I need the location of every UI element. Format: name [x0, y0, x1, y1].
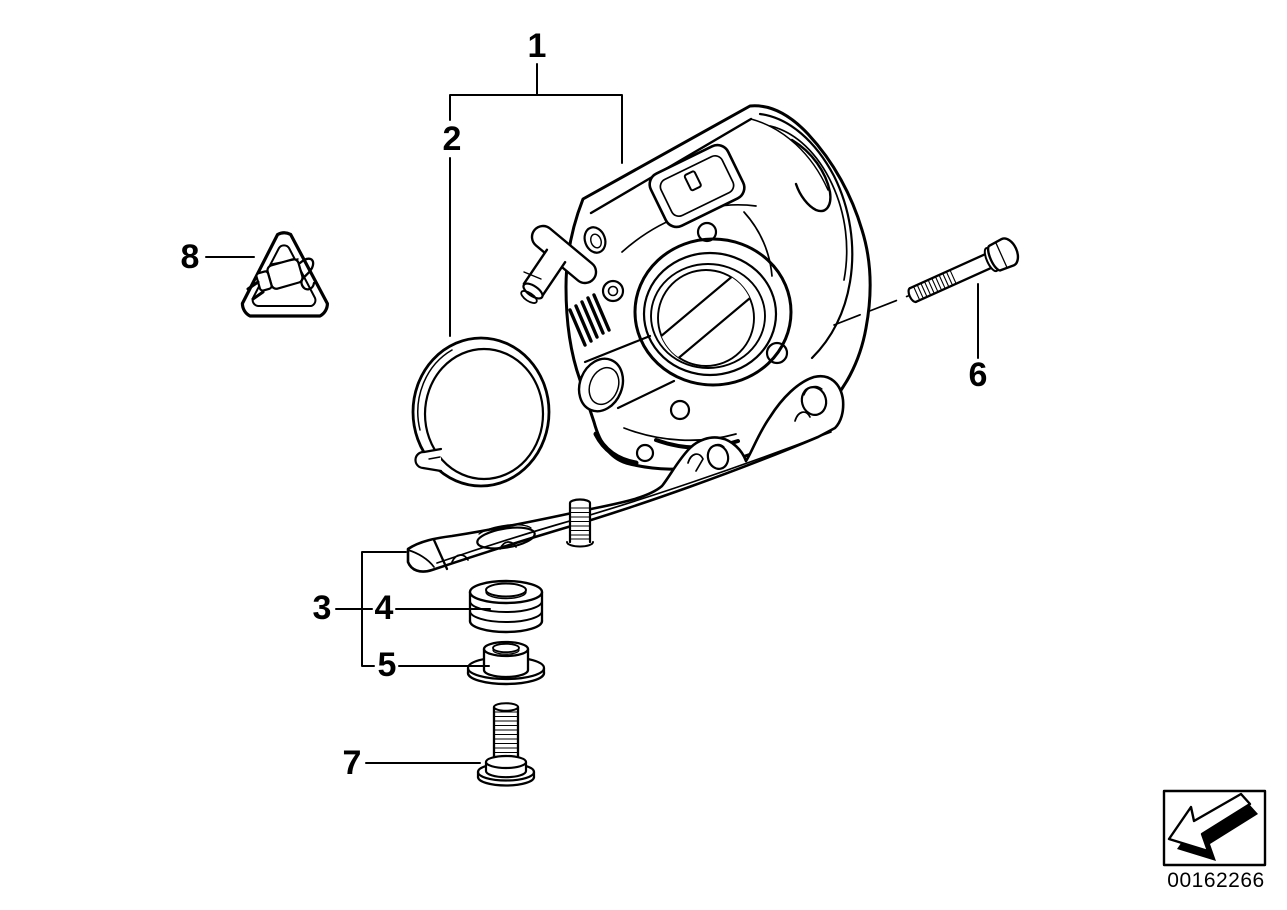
gasket-drawing [411, 336, 551, 488]
grommet-drawing [468, 579, 544, 634]
callout-3[interactable]: 3 [312, 589, 332, 627]
plug-icon [246, 257, 316, 301]
throttle-body-drawing [564, 104, 872, 471]
callout-1[interactable]: 1 [527, 27, 547, 65]
callout-6[interactable]: 6 [968, 356, 988, 394]
image-id-label: 00162266 [1167, 869, 1265, 892]
flange-bolt-drawing [476, 702, 536, 787]
callout-8[interactable]: 8 [180, 238, 200, 276]
page-arrow-icon[interactable] [1162, 789, 1267, 867]
callout-line-3-4-5 [335, 551, 491, 667]
callout-7[interactable]: 7 [342, 744, 362, 782]
callout-5[interactable]: 5 [377, 646, 397, 684]
callout-2[interactable]: 2 [442, 120, 462, 158]
hose-nipple [520, 224, 598, 304]
callout-lines [205, 63, 979, 764]
warning-triangle-icon [240, 231, 330, 318]
connector-socket [648, 143, 746, 229]
throttle-shaft [658, 270, 754, 366]
callout-4[interactable]: 4 [374, 589, 394, 627]
bolt-reference-dashed-line [833, 295, 909, 326]
hex-bolt-drawing [907, 237, 1020, 304]
bracket-stud [566, 498, 594, 548]
mounting-bracket-drawing [406, 374, 845, 573]
spring-detail [568, 293, 611, 347]
callout-line-1 [449, 63, 623, 164]
bushing-drawing [466, 640, 546, 686]
